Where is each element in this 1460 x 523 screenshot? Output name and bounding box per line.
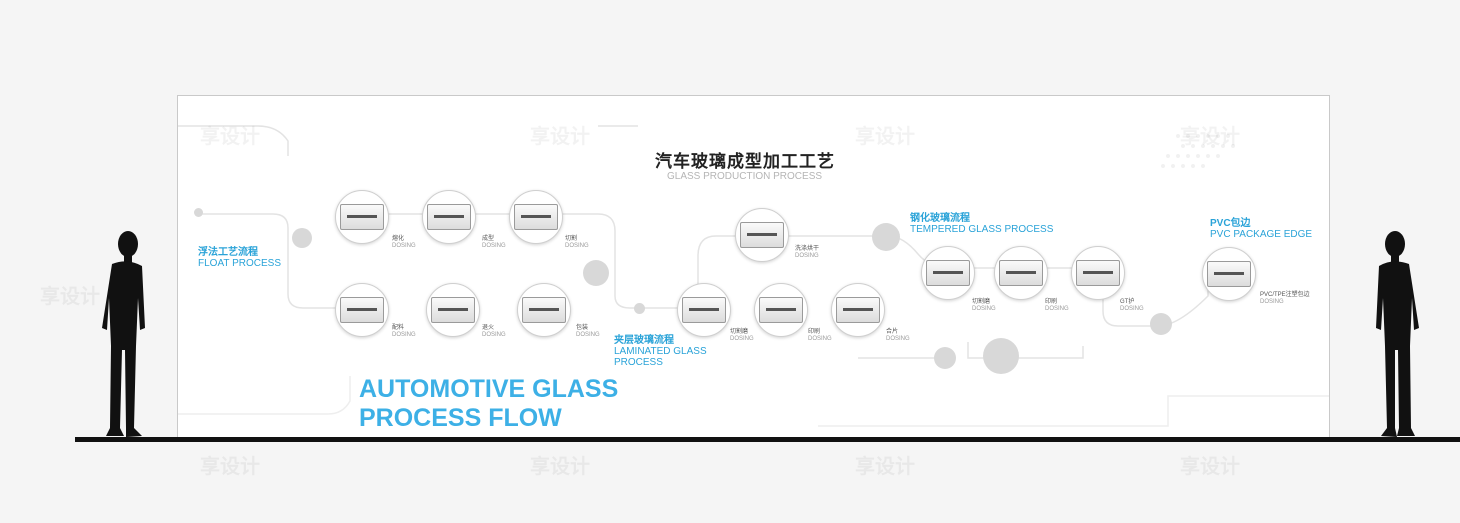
watermark: 享设计	[855, 126, 915, 148]
process-node	[422, 190, 476, 244]
section-float-cn: 浮法工艺流程	[198, 247, 258, 258]
section-pvc-en: PVC PACKAGE EDGE	[1210, 229, 1313, 240]
process-node	[1202, 247, 1256, 301]
machine-icon	[431, 297, 475, 323]
section-laminated-cn: 夹层玻璃流程	[614, 335, 674, 346]
watermark: 享设计	[855, 456, 915, 478]
watermark: 享设计	[200, 126, 260, 148]
display-wall	[177, 95, 1330, 438]
headline-line2: PROCESS FLOW	[359, 404, 562, 432]
section-laminated-en1: LAMINATED GLASS	[614, 346, 707, 357]
process-node	[994, 246, 1048, 300]
connector-dot	[1150, 313, 1172, 335]
machine-icon	[740, 222, 784, 248]
process-node	[831, 283, 885, 337]
process-node	[1071, 246, 1125, 300]
process-node	[735, 208, 789, 262]
machine-icon	[926, 260, 970, 286]
connector-dot	[872, 223, 900, 251]
process-node	[517, 283, 571, 337]
process-node	[921, 246, 975, 300]
watermark: 享设计	[530, 126, 590, 148]
section-laminated-en2: PROCESS	[614, 357, 663, 368]
machine-icon	[427, 204, 471, 230]
machine-icon	[682, 297, 726, 323]
machine-icon	[999, 260, 1043, 286]
section-laminated: 夹层玻璃流程 LAMINATED GLASS PROCESS	[614, 331, 707, 368]
process-node	[335, 190, 389, 244]
machine-icon	[340, 204, 384, 230]
headline-line1: AUTOMOTIVE GLASS	[359, 375, 619, 403]
section-pvc-cn: PVC包边	[1210, 218, 1251, 229]
watermark: 享设计	[530, 456, 590, 478]
connector-dot	[934, 347, 956, 369]
machine-icon	[514, 204, 558, 230]
person-silhouette-icon	[1376, 231, 1419, 437]
connector-dot	[983, 338, 1019, 374]
connector-dot	[634, 303, 645, 314]
floor-line	[75, 437, 1460, 442]
machine-icon	[522, 297, 566, 323]
machine-icon	[1076, 260, 1120, 286]
process-node	[426, 283, 480, 337]
section-tempered-en: TEMPERED GLASS PROCESS	[910, 224, 1054, 235]
machine-icon	[340, 297, 384, 323]
section-float-en: FLOAT PROCESS	[198, 258, 281, 269]
watermark: 享设计	[40, 286, 100, 308]
page-title: 汽车玻璃成型加工工艺	[655, 152, 835, 171]
connector-dot	[583, 260, 609, 286]
machine-icon	[759, 297, 803, 323]
section-pvc: PVC包边 PVC PACKAGE EDGE	[1210, 214, 1312, 240]
page-subtitle: GLASS PRODUCTION PROCESS	[667, 171, 823, 182]
watermark: 享设计	[1180, 126, 1240, 148]
process-node	[754, 283, 808, 337]
circuit-lines	[178, 125, 1329, 427]
machine-icon	[836, 297, 880, 323]
watermark: 享设计	[1180, 456, 1240, 478]
process-node	[509, 190, 563, 244]
process-node	[677, 283, 731, 337]
person-silhouette-icon	[102, 231, 145, 437]
process-node	[335, 283, 389, 337]
connector-dot	[194, 208, 203, 217]
section-tempered: 钢化玻璃流程 TEMPERED GLASS PROCESS	[910, 209, 1053, 235]
machine-icon	[1207, 261, 1251, 287]
watermark: 享设计	[200, 456, 260, 478]
connector-dot	[292, 228, 312, 248]
headline: AUTOMOTIVE GLASS PROCESS FLOW	[359, 375, 618, 433]
section-tempered-cn: 钢化玻璃流程	[910, 213, 970, 224]
section-float: 浮法工艺流程 FLOAT PROCESS	[198, 243, 281, 269]
